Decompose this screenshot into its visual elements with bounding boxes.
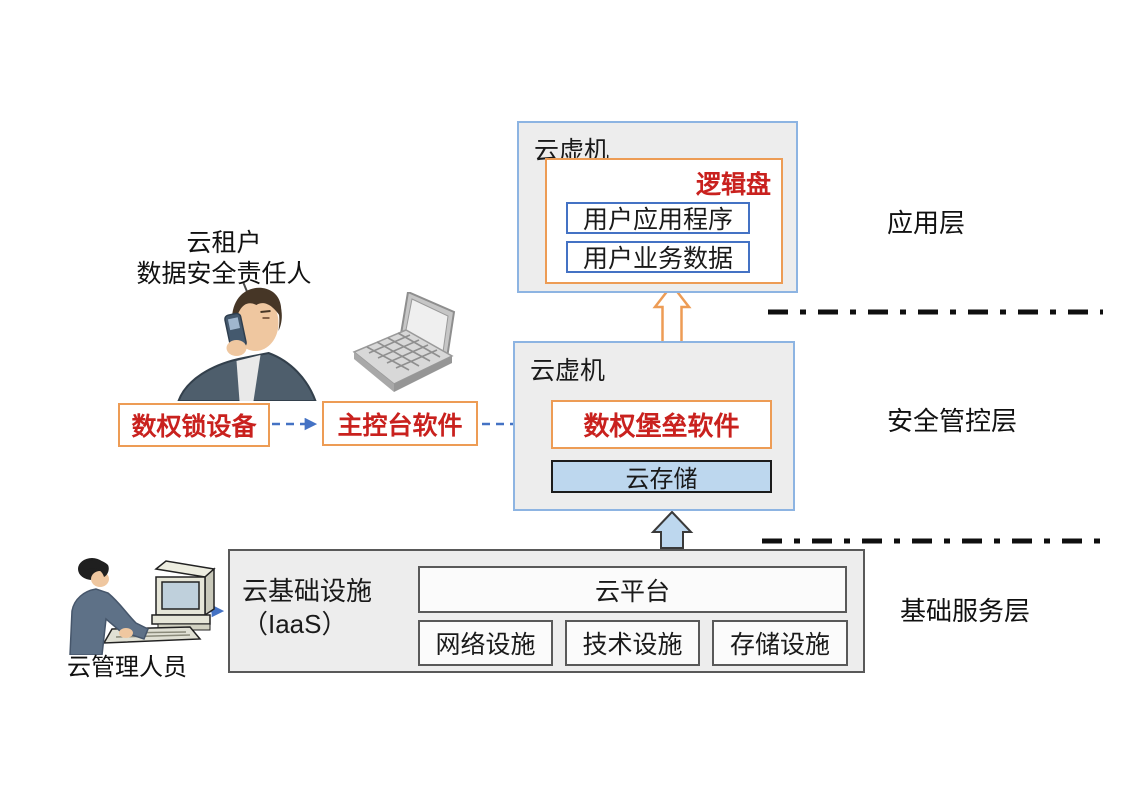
network-facility-box: 网络设施: [418, 620, 553, 666]
cloud-platform-box: 云平台: [418, 566, 847, 613]
logical-disk-box: 逻辑盘 用户应用程序 用户业务数据: [545, 158, 783, 284]
top-vm-box: 云虚机 逻辑盘 用户应用程序 用户业务数据: [517, 121, 798, 293]
tenant-caption: 云租户 数据安全责任人: [126, 228, 322, 290]
logical-disk-label: 逻辑盘: [695, 171, 771, 199]
admin-caption: 云管理人员: [67, 654, 187, 681]
person-on-phone-icon: [177, 282, 317, 401]
tech-facility-box: 技术设施: [565, 620, 700, 666]
base-layer-label: 基础服务层: [900, 596, 1031, 626]
user-data-box: 用户业务数据: [566, 241, 750, 273]
cloud-storage-box: 云存储: [551, 460, 772, 493]
storage-facility-box: 存储设施: [712, 620, 848, 666]
arrow-base-to-mid: [650, 510, 694, 549]
laptop-icon: [352, 292, 456, 392]
security-layer-label: 安全管控层: [887, 406, 1018, 436]
application-layer-label: 应用层: [887, 208, 966, 238]
console-software-box: 主控台软件: [322, 401, 478, 446]
iaas-title-line1: 云基础设施: [242, 576, 373, 606]
fortress-software-box: 数权堡垒软件: [551, 400, 772, 449]
iaas-box: 云基础设施 （IaaS） 云平台 网络设施 技术设施 存储设施: [228, 549, 865, 673]
tenant-caption-line2: 数据安全责任人: [136, 260, 312, 288]
person-at-computer-icon: [69, 558, 216, 655]
tenant-caption-line1: 云租户: [186, 229, 262, 257]
iaas-title-line2: （IaaS）: [242, 609, 348, 639]
iaas-title: 云基础设施 （IaaS）: [242, 575, 442, 641]
lock-device-box: 数权锁设备: [118, 403, 270, 447]
user-application-box: 用户应用程序: [566, 202, 750, 234]
mid-vm-box: 云虚机 数权堡垒软件 云存储: [513, 341, 795, 511]
mid-vm-title: 云虚机: [530, 357, 606, 385]
